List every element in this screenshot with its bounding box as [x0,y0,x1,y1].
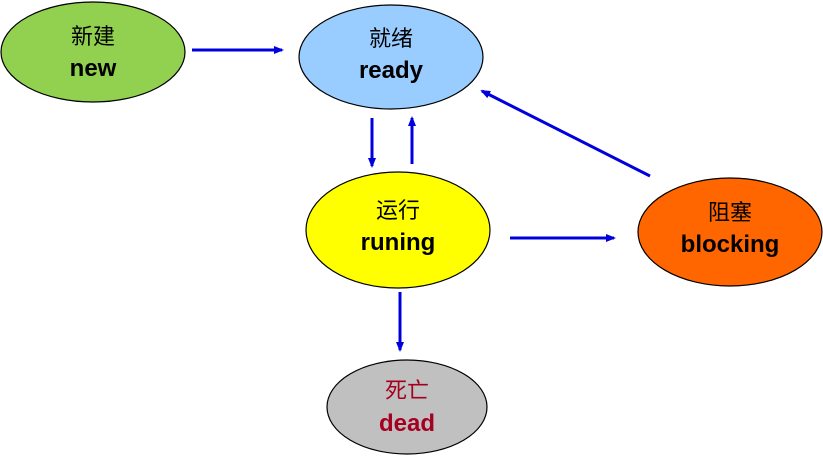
state-blocking-label-cn: 阻塞 [708,201,752,226]
state-blocking: 阻塞 blocking [637,177,823,287]
state-ready-shape [298,4,484,110]
state-new-shape [0,1,186,103]
state-dead-label-en: dead [379,410,435,437]
state-blocking-shape [637,177,823,287]
transition-arrows [192,46,651,352]
state-new: 新建 new [0,1,186,103]
state-ready: 就绪 ready [298,4,484,110]
state-running: 运行 runing [305,171,491,289]
state-dead-label-cn: 死亡 [385,379,429,404]
state-blocking-label-en: blocking [681,231,780,258]
state-ready-label-en: ready [359,57,424,84]
state-new-label-en: new [70,55,117,82]
state-new-label-cn: 新建 [71,25,115,50]
arrow-blocking-to-ready [480,89,651,178]
state-dead: 死亡 dead [326,359,488,455]
state-ready-label-cn: 就绪 [369,27,413,52]
state-dead-shape [326,359,488,455]
state-running-label-en: runing [361,229,436,256]
state-running-label-cn: 运行 [376,199,420,224]
state-running-shape [305,171,491,289]
